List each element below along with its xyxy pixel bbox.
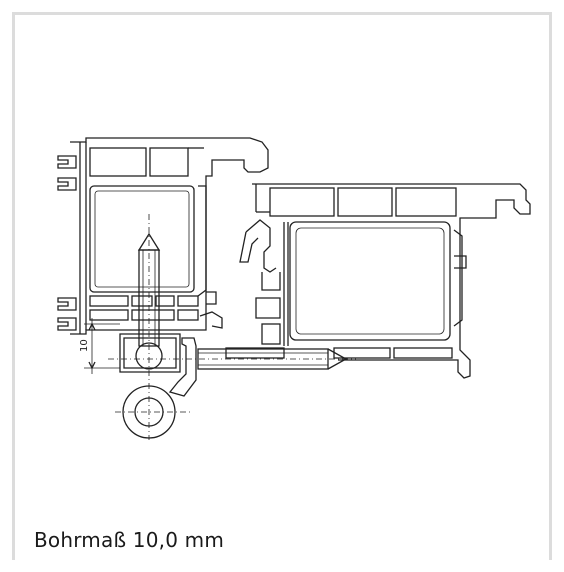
drill-size-caption: Bohrmaß 10,0 mm — [34, 528, 225, 552]
horizontal-screw — [108, 348, 356, 370]
drill-dimension: 10 — [79, 318, 120, 374]
dimension-label: 10 — [79, 339, 90, 352]
frame-profile — [225, 183, 531, 379]
hinge-body — [115, 333, 197, 439]
vertical-screw — [137, 214, 161, 440]
sash-profile — [57, 137, 269, 335]
